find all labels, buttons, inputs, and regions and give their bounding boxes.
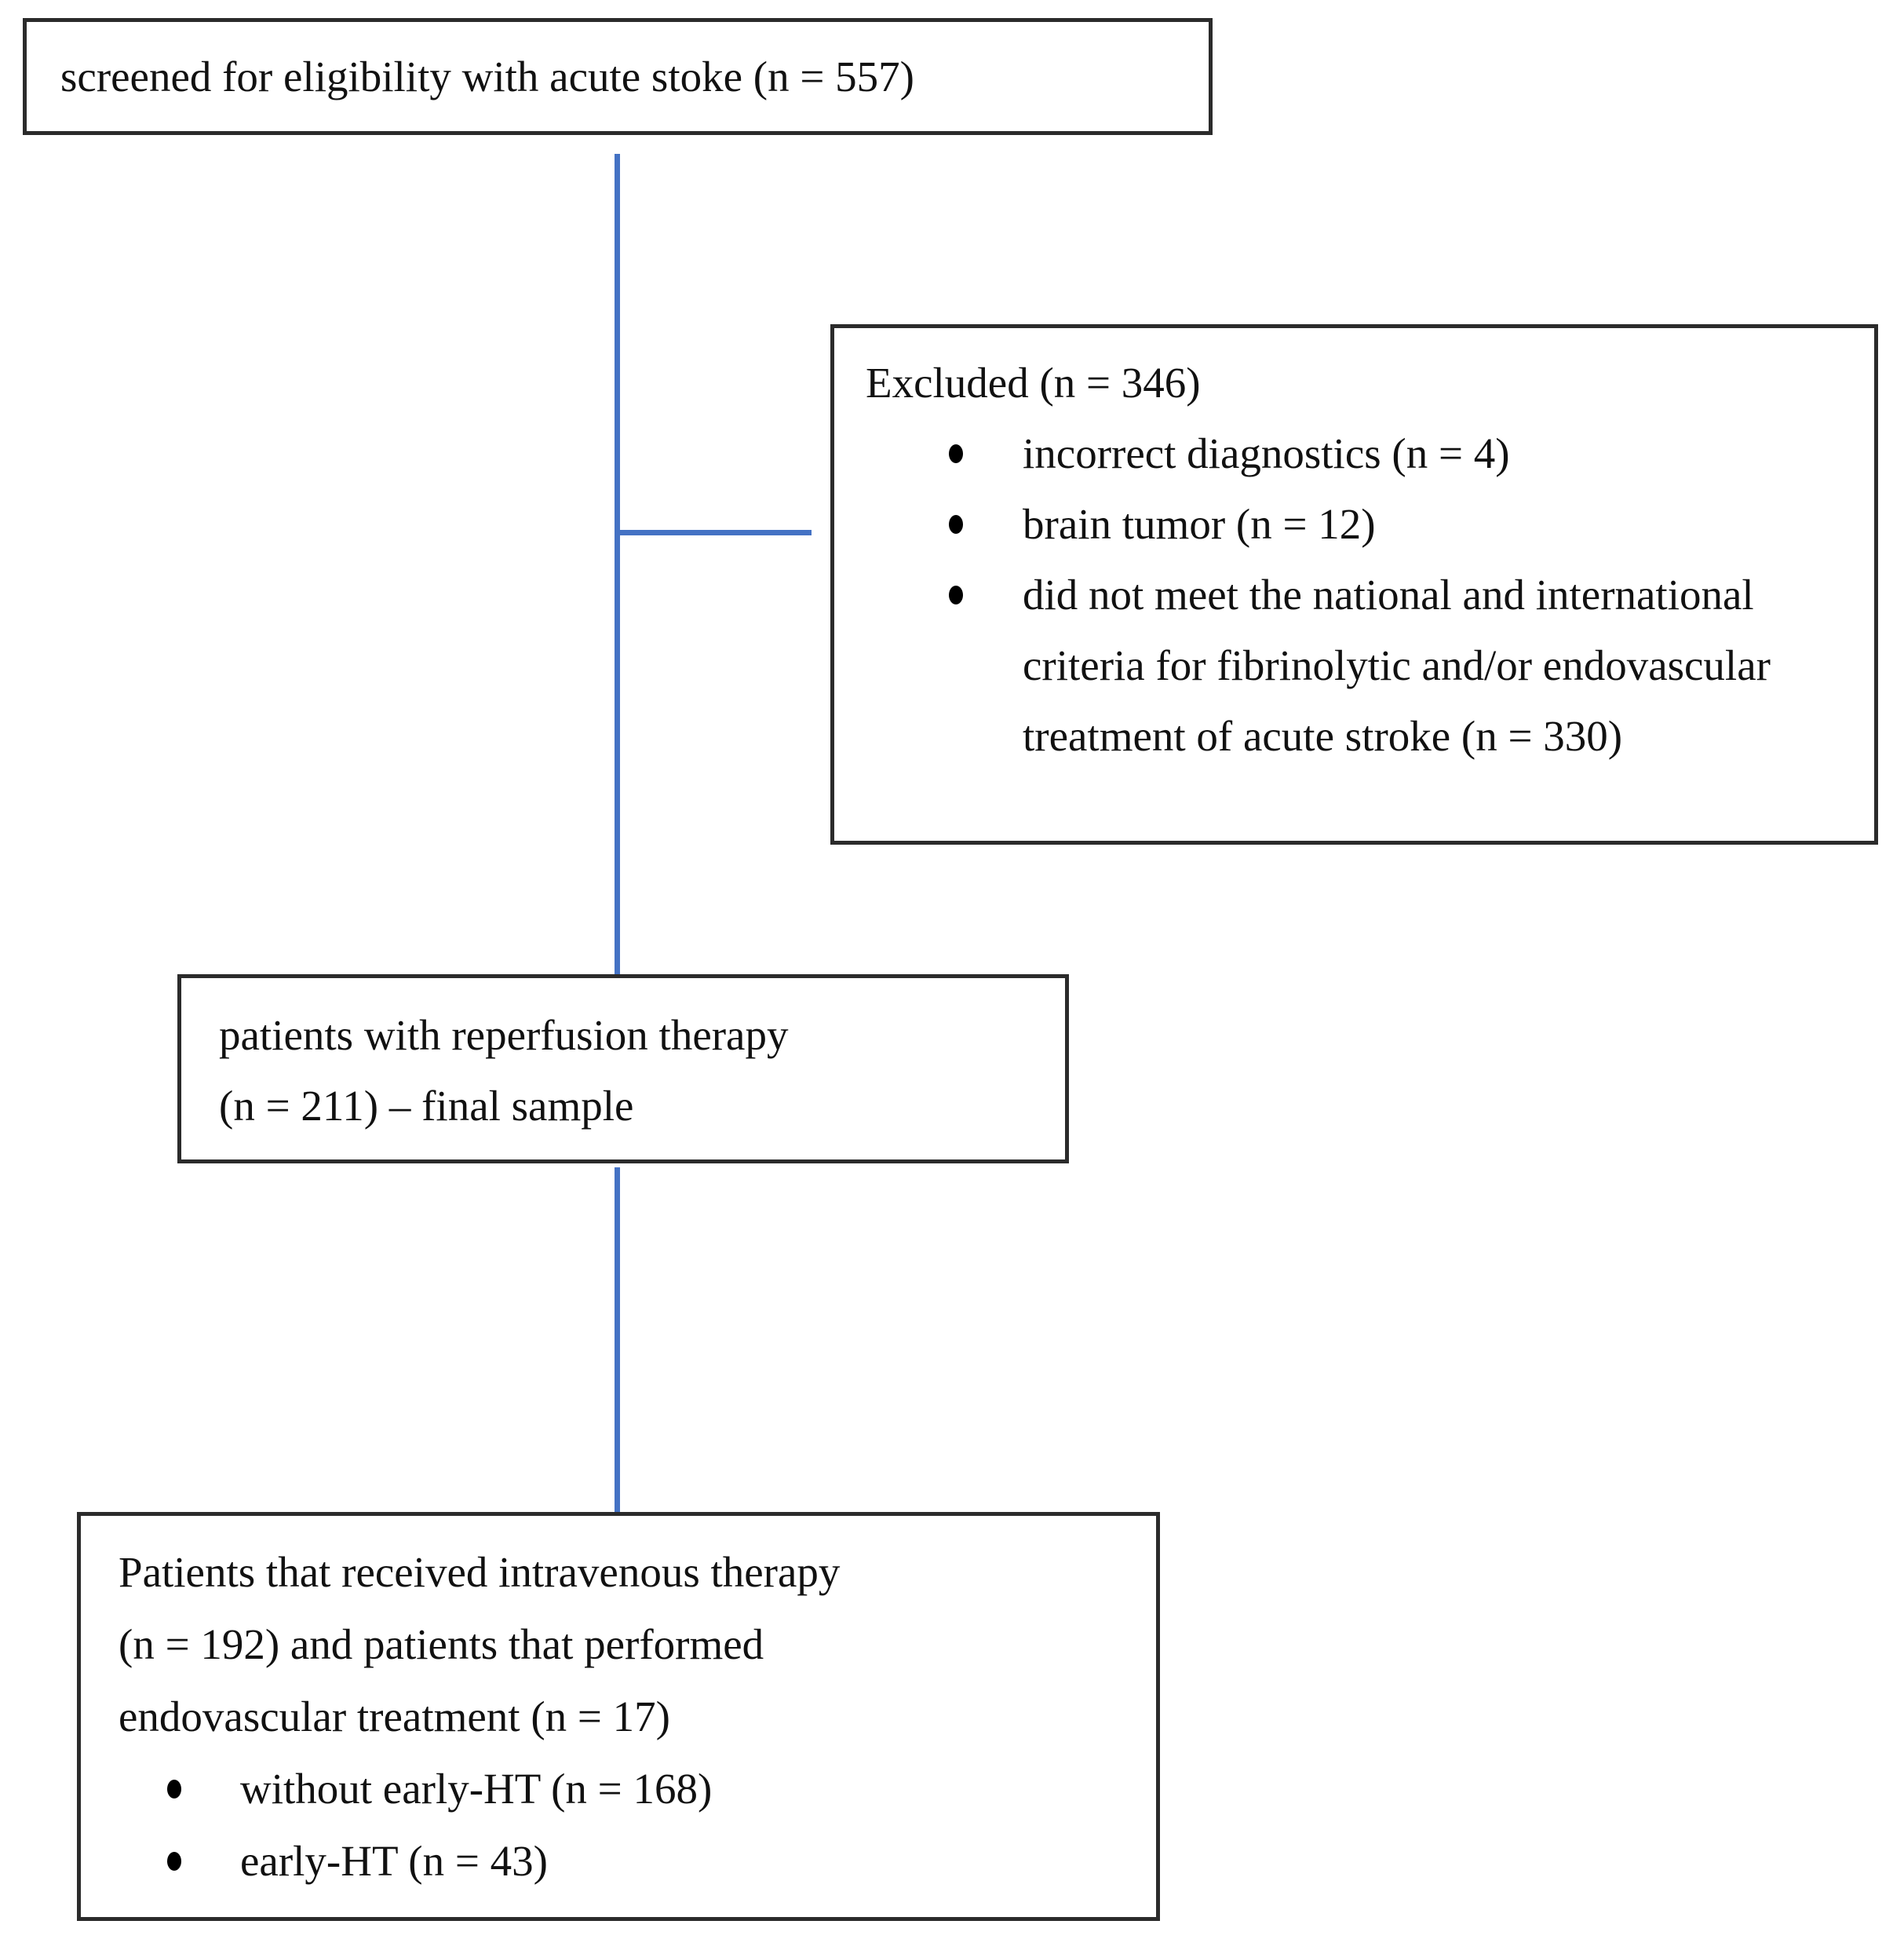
bullet-icon <box>167 1852 181 1871</box>
connector-line-horizontal-excluded <box>617 530 812 535</box>
list-item: brain tumor (n = 12) <box>866 489 1776 560</box>
list-item: without early-HT (n = 168) <box>119 1753 1029 1825</box>
excluded-box: Excluded (n = 346) incorrect diagnostics… <box>830 324 1878 845</box>
excluded-box-title: Excluded (n = 346) <box>866 359 1201 407</box>
reperfusion-box: patients with reperfusion therapy (n = 2… <box>177 974 1069 1163</box>
screened-box-text: screened for eligibility with acute stok… <box>60 52 914 100</box>
excluded-bullet-list: incorrect diagnostics (n = 4) brain tumo… <box>866 418 1843 772</box>
list-item: did not meet the national and internatio… <box>866 560 1776 772</box>
final-box-line: (n = 192) and patients that performed <box>119 1620 764 1668</box>
connector-line-vertical-top <box>615 154 620 974</box>
bullet-icon <box>949 586 963 604</box>
screened-box: screened for eligibility with acute stok… <box>23 18 1213 135</box>
final-box-line: endovascular treatment (n = 17) <box>119 1693 670 1740</box>
reperfusion-box-line: patients with reperfusion therapy <box>219 1011 789 1059</box>
reperfusion-box-line: (n = 211) – final sample <box>219 1082 634 1130</box>
bullet-icon <box>167 1780 181 1798</box>
list-item: early-HT (n = 43) <box>119 1825 1029 1897</box>
connector-line-vertical-bottom <box>615 1167 620 1512</box>
final-box-line: Patients that received intravenous thera… <box>119 1548 841 1596</box>
list-item: incorrect diagnostics (n = 4) <box>866 418 1776 489</box>
bullet-icon <box>949 444 963 463</box>
excluded-bullet-text: did not meet the national and internatio… <box>1023 571 1771 760</box>
bullet-icon <box>949 515 963 534</box>
final-bullet-text: early-HT (n = 43) <box>240 1837 548 1885</box>
excluded-bullet-text: brain tumor (n = 12) <box>1023 500 1376 548</box>
excluded-bullet-text: incorrect diagnostics (n = 4) <box>1023 429 1510 477</box>
final-bullet-list: without early-HT (n = 168) early-HT (n =… <box>119 1753 1133 1897</box>
final-bullet-text: without early-HT (n = 168) <box>240 1765 713 1813</box>
final-sample-box: Patients that received intravenous thera… <box>77 1512 1160 1921</box>
